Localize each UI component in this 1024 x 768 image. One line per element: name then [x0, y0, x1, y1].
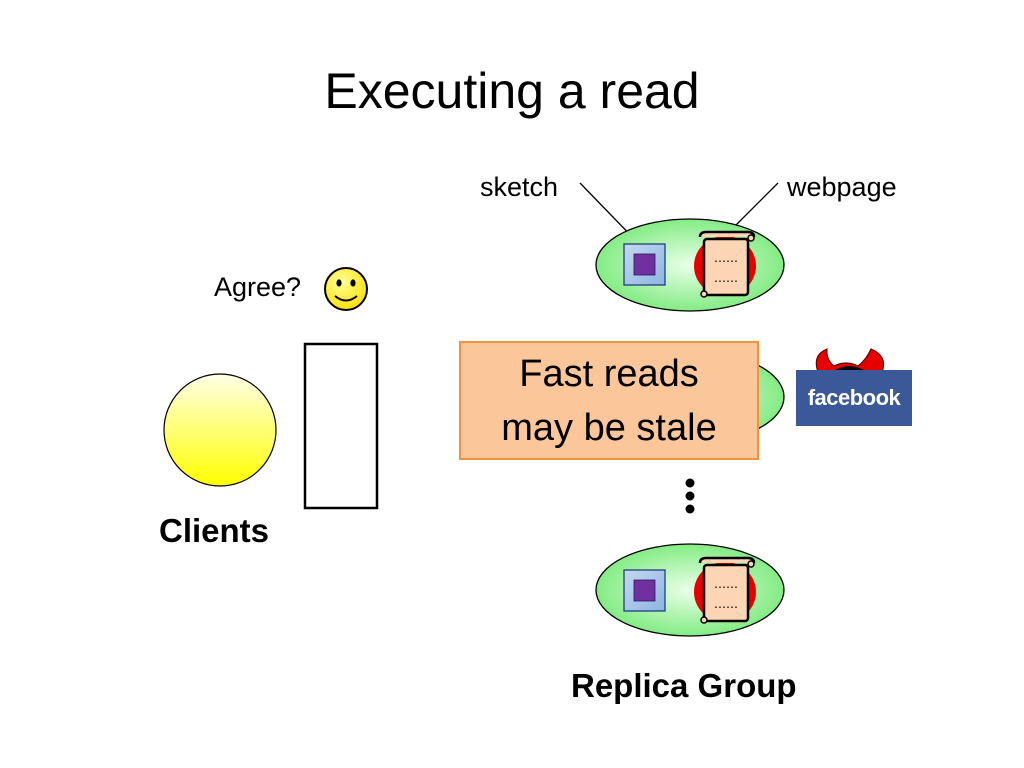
client-circle	[163, 373, 277, 487]
replica-node-1: …… ……	[595, 218, 785, 312]
svg-text:……: ……	[714, 597, 738, 611]
sketch-label: sketch	[480, 172, 559, 202]
webpage-scroll-icon: …… ……	[694, 556, 756, 624]
vertical-ellipsis-icon	[685, 478, 695, 514]
sketch-icon	[623, 243, 666, 286]
callout-line-2: may be stale	[501, 406, 717, 449]
devil-horns-icon	[815, 348, 885, 373]
replica-node-3: …… ……	[595, 543, 785, 637]
clients-label: Clients	[159, 512, 270, 549]
agree-label: Agree?	[214, 272, 302, 302]
callout-line-1: Fast reads	[519, 352, 699, 395]
slide-title: Executing a read	[324, 63, 700, 119]
facebook-logo: facebook	[796, 370, 912, 426]
webpage-scroll-icon: …… ……	[694, 230, 756, 298]
svg-text:……: ……	[714, 271, 738, 285]
svg-text:……: ……	[714, 251, 738, 265]
smiley-icon	[324, 267, 368, 311]
replica-group-label: Replica Group	[571, 667, 797, 704]
sketch-icon	[623, 569, 666, 612]
svg-text:……: ……	[714, 577, 738, 591]
webpage-label: webpage	[787, 172, 897, 202]
client-request-box	[303, 342, 379, 510]
stale-reads-callout: Fast reads may be stale	[459, 341, 759, 460]
